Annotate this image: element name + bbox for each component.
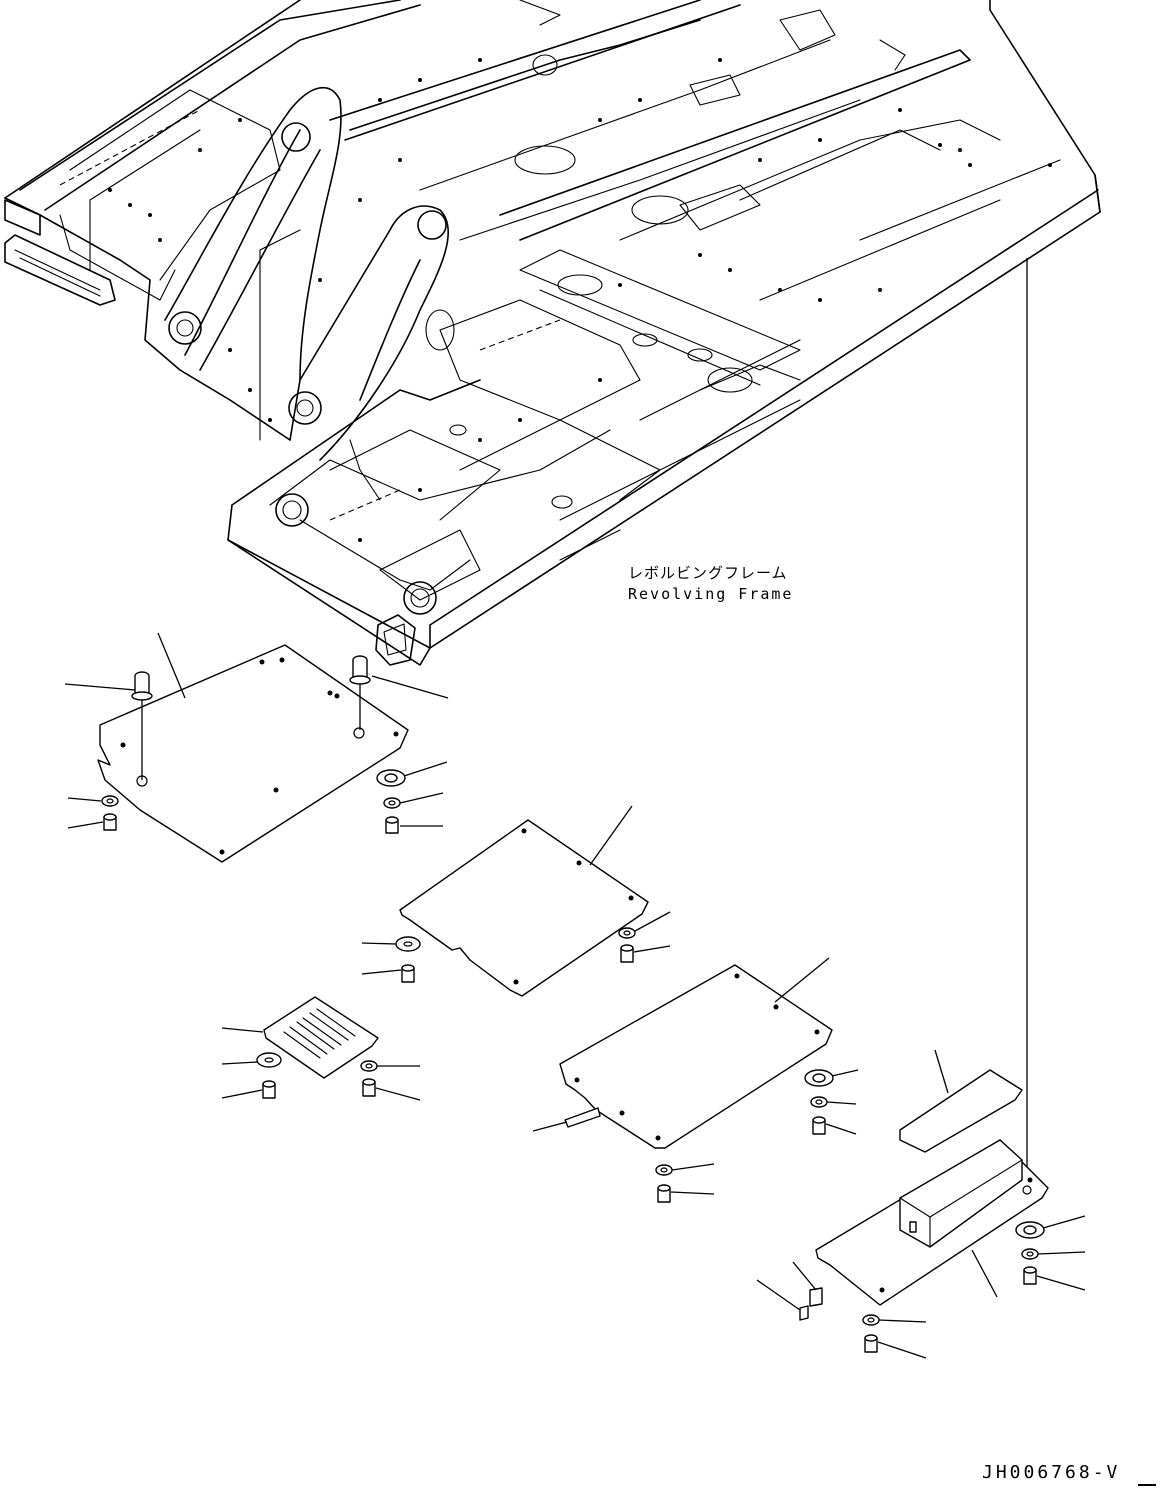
bolt-icon — [262, 1080, 276, 1099]
bolt-icon — [1023, 1266, 1037, 1285]
washer-icon — [360, 1060, 378, 1072]
bolt-icon — [812, 1116, 826, 1135]
bolt-icon — [401, 964, 415, 983]
washer-icon — [256, 1052, 282, 1068]
frame-label-english: Revolving Frame — [628, 585, 794, 603]
washer-icon — [618, 927, 636, 939]
cover-plate-lower-middle — [532, 957, 859, 1203]
guide-pin-right — [349, 655, 371, 730]
frame-label-japanese: レボルビングフレーム — [628, 564, 788, 582]
guide-pin-left — [131, 671, 153, 780]
cover-plate-upper-left — [64, 632, 449, 863]
bolt-icon — [103, 813, 117, 831]
bolt-icon — [864, 1334, 878, 1353]
revolving-frame — [4, 0, 1101, 666]
rubber-mount-icon — [1015, 1221, 1045, 1239]
bolt-icon — [620, 944, 634, 963]
rubber-mount-icon — [804, 1069, 834, 1087]
drawing-code: JH006768-V — [982, 1462, 1121, 1483]
bolt-icon — [362, 1078, 376, 1097]
washer-icon — [1021, 1248, 1039, 1260]
washer-icon — [810, 1096, 828, 1108]
washer-icon — [395, 936, 421, 952]
washer-icon — [862, 1314, 880, 1326]
drawing-code-underline — [1138, 1484, 1156, 1486]
frame-bolt-dots — [108, 58, 1052, 542]
rubber-mount-icon — [376, 769, 406, 787]
bolt-icon — [385, 816, 399, 834]
washer-icon — [101, 795, 119, 807]
cover-assembly-lower-right — [756, 1049, 1086, 1359]
bolt-icon — [657, 1184, 671, 1203]
grille-cover-plate — [221, 996, 421, 1101]
clip-icon — [799, 1287, 823, 1321]
cover-plate-middle — [361, 805, 671, 997]
washer-icon — [655, 1164, 673, 1176]
washer-icon — [383, 797, 401, 809]
